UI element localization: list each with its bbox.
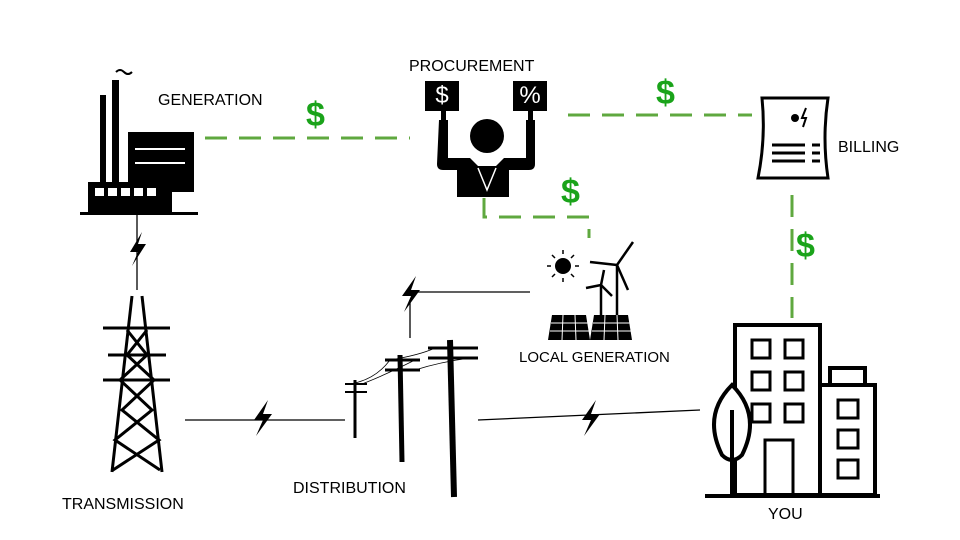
- solar-panel-icon: [548, 314, 632, 341]
- local-generation-icon: [547, 241, 635, 341]
- payment-dollar-icon: $: [561, 173, 580, 211]
- lightning-bolt-icon: [254, 400, 272, 436]
- payment-lines: [205, 113, 794, 318]
- distribution-label: DISTRIBUTION: [293, 480, 406, 497]
- bolts: [130, 232, 600, 436]
- lightning-bolt-icon: [402, 276, 420, 312]
- transmission-label: TRANSMISSION: [62, 496, 184, 513]
- payment-dollar-icon: $: [656, 74, 675, 112]
- dollar-sign-board: $: [425, 81, 459, 111]
- bill-icon: [756, 96, 830, 180]
- billing-label: BILLING: [838, 139, 900, 156]
- payment-dollar-icon: $: [796, 227, 815, 265]
- lightning-bolt-icon: [130, 232, 146, 266]
- transmission-tower-icon: [103, 295, 170, 473]
- local-generation-label: LOCAL GENERATION: [519, 349, 670, 366]
- building-icon: [705, 323, 880, 498]
- you-label: YOU: [768, 506, 803, 523]
- procurement-person-icon: [437, 110, 535, 197]
- payment-line-procurement-local: [482, 198, 591, 238]
- procurement-label: PROCUREMENT: [409, 58, 535, 75]
- payment-dollar-icon: $: [306, 96, 325, 134]
- generation-label: GENERATION: [158, 92, 263, 109]
- utility-poles-icon: [345, 339, 478, 498]
- sun-icon: [555, 258, 571, 274]
- factory-icon: [80, 69, 198, 215]
- wind-turbine-icon: [585, 241, 635, 315]
- percent-sign-board: %: [513, 81, 547, 111]
- lightning-bolt-icon: [582, 400, 600, 436]
